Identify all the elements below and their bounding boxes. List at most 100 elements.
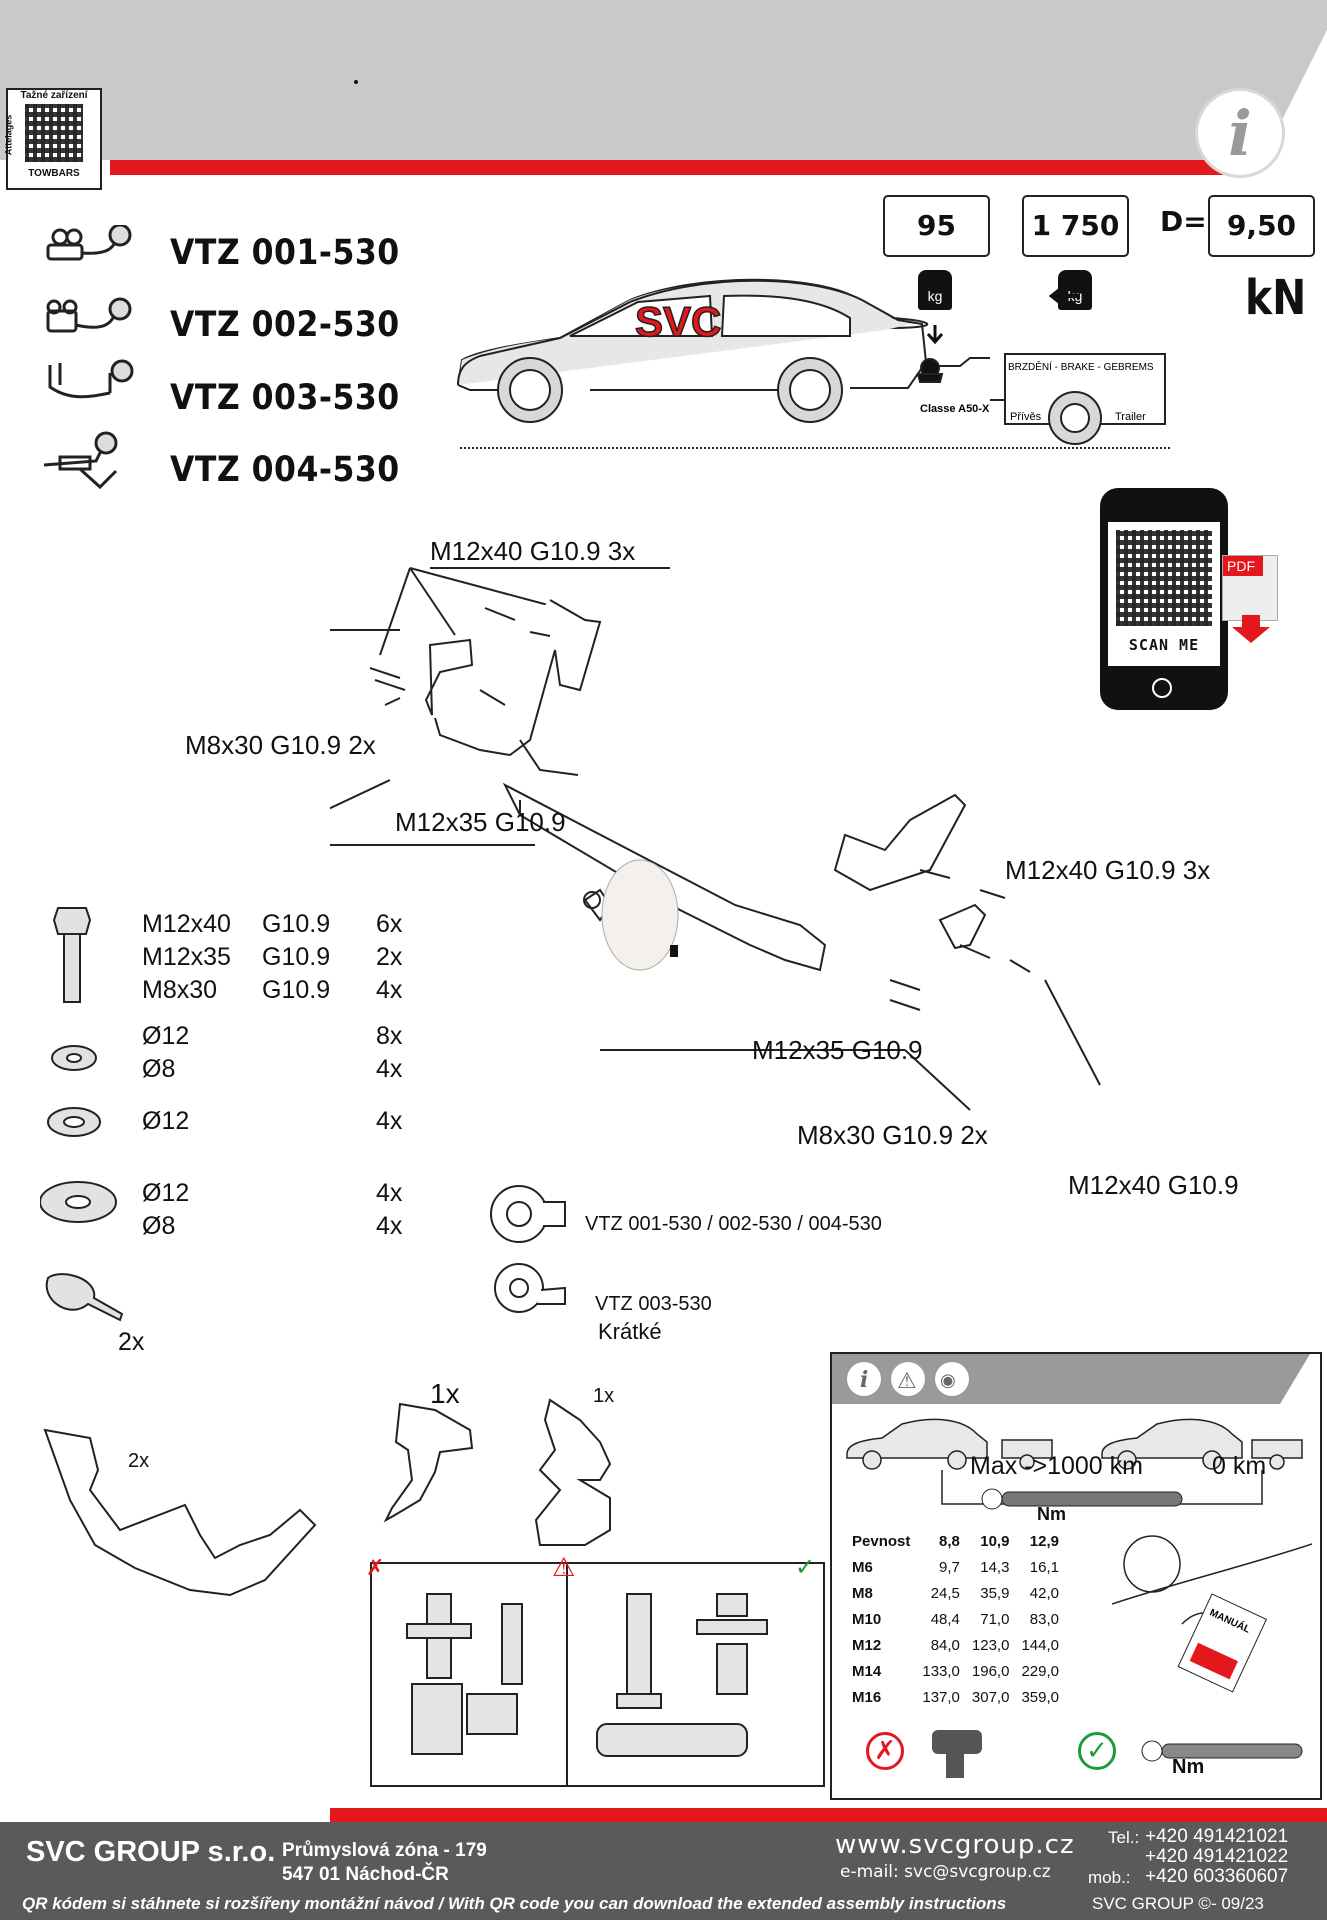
copyright: SVC GROUP ©- 09/23 — [1092, 1894, 1264, 1913]
panel-eye-icon: ◉ — [940, 1370, 956, 1390]
panel-warning-icon: ⚠ — [897, 1368, 917, 1393]
callout-top-m12x40: M12x40 G10.9 3x — [430, 536, 636, 566]
bolt-qty-1: 6x — [376, 910, 403, 938]
phone-qr-code[interactable] — [1116, 530, 1212, 626]
website-link[interactable]: www.svcgroup.cz — [835, 1830, 1075, 1860]
callout-left-m12x35: M12x35 G10.9 — [395, 807, 566, 837]
mob-number[interactable]: +420 603360607 — [1145, 1866, 1289, 1887]
nm-label-bottom: Nm — [1172, 1756, 1205, 1778]
extra-parts-drawings — [43, 1398, 612, 1597]
nm-label-top: Nm — [1037, 1504, 1067, 1524]
torque-value: 359,0 — [1021, 1688, 1059, 1706]
torque-value: 24,5 — [930, 1584, 960, 1602]
large-washer-qty-2: 4x — [376, 1212, 403, 1240]
bracket-small — [534, 1398, 612, 1546]
panel-info-icon: i — [860, 1367, 868, 1393]
address-line-1: Průmyslová zóna - 179 — [282, 1840, 487, 1861]
large-washer-qty-1: 4x — [376, 1179, 403, 1207]
d-value-box: 9,50 — [1208, 195, 1315, 257]
trailer-brake-label: BRZDĚNÍ - BRAKE - GEBREMS — [1008, 360, 1154, 373]
model-code-2: VTZ 002-530 — [170, 305, 400, 345]
bolt-size-2: M12x35 — [142, 943, 231, 971]
address-line-2: 547 01 Náchod-ČR — [282, 1864, 449, 1885]
impact-wrench-icon — [932, 1730, 982, 1778]
info-panel-header: i ⚠ ◉ — [832, 1354, 1310, 1404]
download-arrow-icon — [1232, 615, 1270, 643]
reinforcement-plate — [43, 1428, 317, 1597]
torque-value: 229,0 — [1021, 1662, 1059, 1680]
torque-value: 123,0 — [971, 1636, 1010, 1654]
scan-me-label: SCAN ME — [1128, 636, 1200, 654]
torque-value: 196,0 — [971, 1662, 1010, 1680]
torque-value: 48,4 — [930, 1610, 960, 1628]
phone-home-button — [1152, 678, 1172, 698]
spring-washer-qty-1: 8x — [376, 1022, 403, 1050]
torque-bolt-size: M8 — [852, 1584, 873, 1602]
email-link[interactable]: e-mail: svc@svcgroup.cz — [840, 1862, 1051, 1882]
cable-tie-icon — [45, 1273, 124, 1322]
socket-bracket-a-label: VTZ 001-530 / 002-530 / 004-530 — [585, 1213, 882, 1235]
torque-value: 71,0 — [980, 1610, 1010, 1628]
spring-washer-qty-2: 4x — [376, 1055, 403, 1083]
torque-header-row: Pevnost 8,8 10,9 12,9 — [846, 1528, 1065, 1554]
manual-in-car-drawing: MANUÁL — [1112, 1535, 1312, 1693]
model-code-3: VTZ 003-530 — [170, 378, 400, 418]
panel-divider — [566, 1564, 568, 1785]
mob-label: mob.: — [1088, 1868, 1131, 1887]
max-km-label: Max ->1000 km — [970, 1452, 1143, 1480]
model-code-4: VTZ 004-530 — [170, 450, 400, 490]
qr-label-bottom: TOWBARS — [28, 168, 80, 179]
plate-qty: 2x — [128, 1450, 150, 1472]
spring-washer-size-2: Ø8 — [142, 1055, 176, 1083]
torque-value: 83,0 — [1029, 1610, 1059, 1628]
bracket-large — [383, 1402, 474, 1523]
bolt-grade-1: G10.9 — [262, 910, 331, 938]
model-code-1: VTZ 001-530 — [170, 233, 400, 273]
torque-value: 9,7 — [939, 1558, 960, 1576]
header-band — [0, 0, 1327, 175]
callout-right-m12x40-3x: M12x40 G10.9 3x — [1005, 855, 1211, 885]
callout-right-m8x30: M8x30 G10.9 2x — [797, 1120, 988, 1150]
torque-value: 307,0 — [971, 1688, 1010, 1706]
torque-bolt-size: M10 — [852, 1610, 882, 1628]
wrong-method-drawing — [406, 1593, 523, 1755]
tel-2[interactable]: +420 491421022 — [1145, 1846, 1289, 1867]
bracket-big-qty: 1x — [430, 1378, 460, 1409]
callout-left-m8x30: M8x30 G10.9 2x — [185, 730, 376, 760]
pdf-label: PDF — [1223, 556, 1263, 576]
torque-wrench-icon-bottom — [1141, 1740, 1303, 1762]
pdf-download-icon[interactable]: PDF — [1222, 555, 1278, 645]
warning-icon: ⚠ — [552, 1552, 576, 1582]
kg-label-1: kg — [927, 288, 943, 304]
phone-qr-card[interactable]: SCAN ME — [1100, 488, 1228, 710]
tel-1[interactable]: +420 491421021 — [1145, 1826, 1289, 1847]
torque-value: 144,0 — [1021, 1636, 1059, 1654]
bolted-towball-icon — [48, 359, 134, 399]
torque-header-cell: Pevnost — [852, 1532, 911, 1550]
torque-value: 35,9 — [980, 1584, 1010, 1602]
qr-label-top: Tažné zařízení — [20, 90, 88, 101]
torque-bolt-size: M6 — [852, 1558, 873, 1576]
bolt-qty-2: 2x — [376, 943, 403, 971]
bolt-grade-3: G10.9 — [262, 976, 331, 1004]
torque-bolt-size: M14 — [852, 1662, 882, 1680]
wrong-mark-icon: ✗ — [366, 1555, 385, 1580]
qr-label-side: Attelages — [3, 114, 14, 156]
info-icon[interactable]: i — [1195, 88, 1285, 178]
coupling-class-label: Classe A50-X — [920, 403, 990, 415]
qr-code-badge[interactable]: Tažné zařízení TOWBARS Attelages — [3, 88, 102, 190]
torque-value: 14,3 — [980, 1558, 1010, 1576]
torque-bolt-size: M12 — [852, 1636, 882, 1654]
socket-bracket-b-note: Krátké — [598, 1319, 662, 1344]
bolt-icon — [52, 907, 92, 935]
detachable-towball-icon — [46, 297, 132, 333]
large-washer-size-2: Ø8 — [142, 1212, 176, 1240]
impact-wrench-wrong-icon: ✗ — [866, 1732, 904, 1770]
torque-wrench-icon-top — [981, 1488, 1183, 1510]
bolt-grade-2: G10.9 — [262, 943, 331, 971]
qr-code[interactable] — [25, 104, 83, 162]
torque-row: M8 24,5 35,9 42,0 — [846, 1580, 1065, 1606]
torque-value: 42,0 — [1029, 1584, 1059, 1602]
